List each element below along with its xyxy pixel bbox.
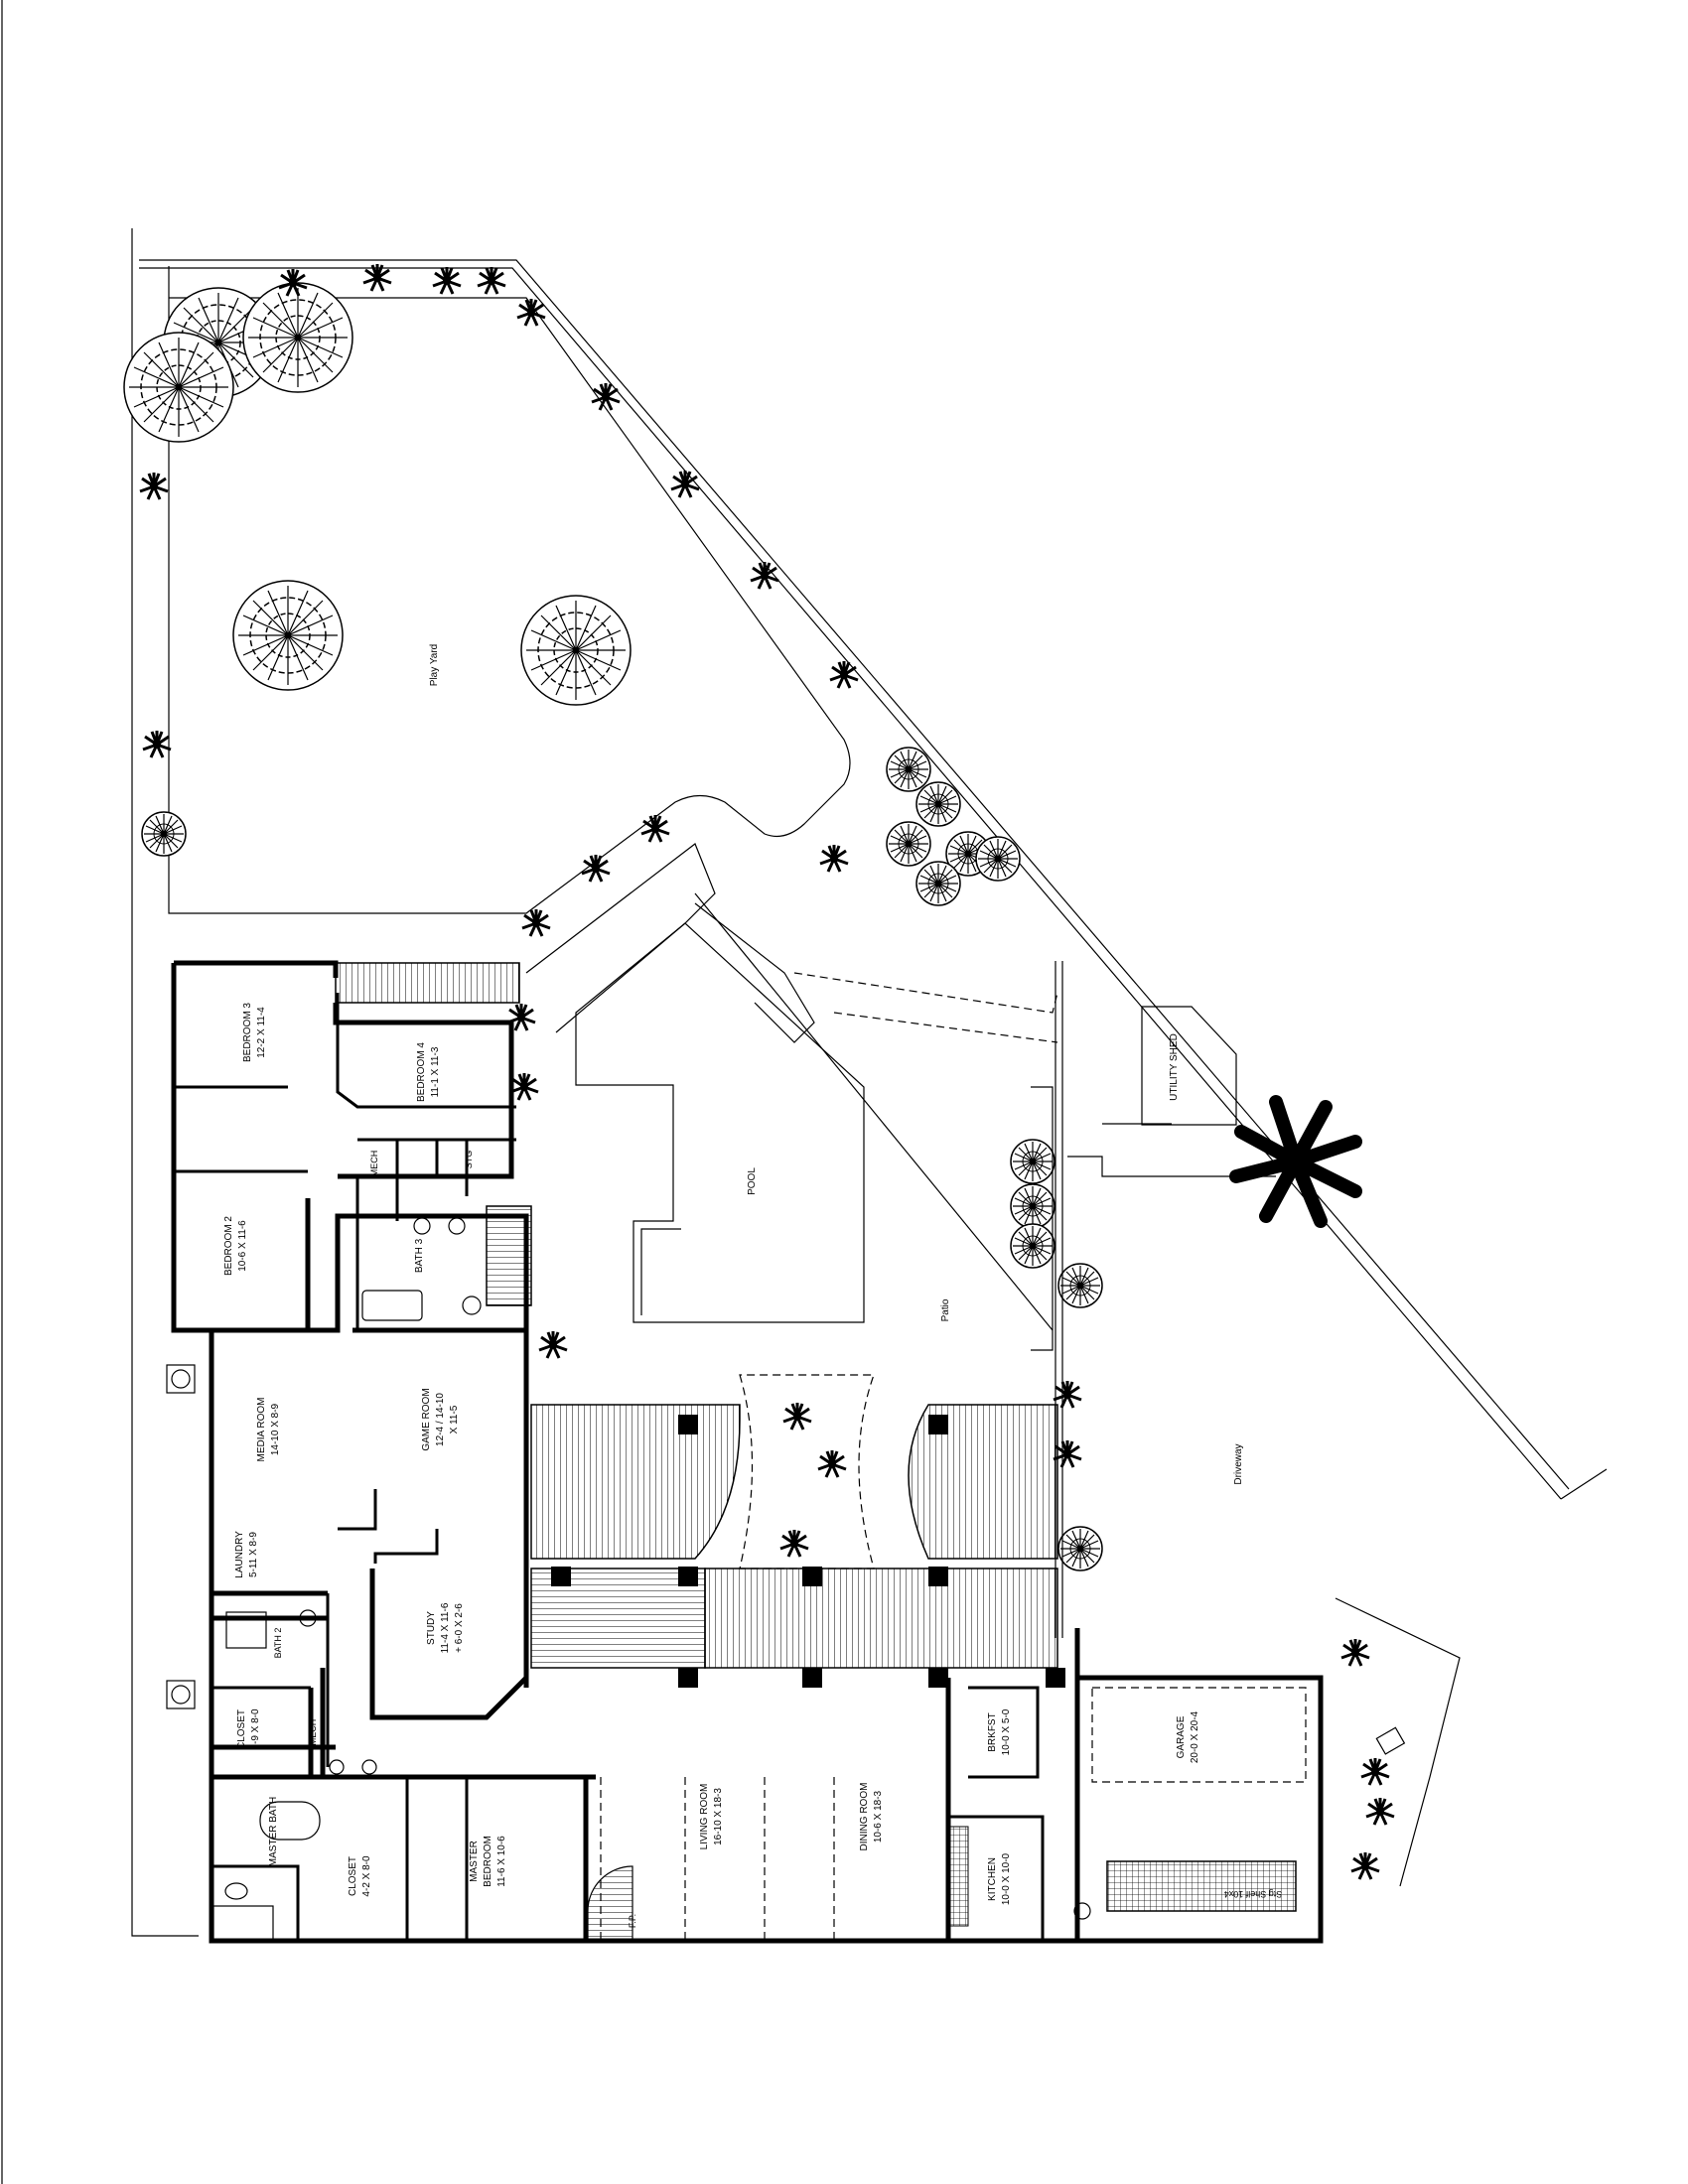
game-room-size: 12-4 / 14-10 bbox=[435, 1393, 446, 1446]
play-yard-fence bbox=[168, 266, 851, 914]
bath3-label: BATH 3 bbox=[414, 1238, 425, 1273]
palm-icon bbox=[138, 471, 170, 501]
fixtures bbox=[166, 1217, 1307, 1942]
house-walls bbox=[171, 960, 1324, 1944]
palm-icon bbox=[515, 297, 547, 328]
dining-room-name: DINING ROOM bbox=[859, 1783, 870, 1851]
palm-icon bbox=[1364, 1796, 1396, 1827]
bedroom2-name: BEDROOM 2 bbox=[223, 1216, 234, 1276]
driveway-label: Driveway bbox=[1233, 1443, 1244, 1484]
palm-icon bbox=[1052, 1379, 1083, 1410]
game-room-size2: X 11-5 bbox=[449, 1405, 460, 1433]
shrub-icon bbox=[886, 747, 931, 792]
palm-icon bbox=[508, 1071, 540, 1102]
brkfst-name: BRKFST bbox=[987, 1712, 998, 1751]
mech2-label: MECH bbox=[308, 1719, 318, 1746]
media-room-name: MEDIA ROOM bbox=[256, 1397, 267, 1461]
palm-icon bbox=[590, 381, 622, 412]
shrub-icon bbox=[915, 861, 961, 906]
shrub-icon bbox=[141, 811, 187, 857]
property-boundary bbox=[131, 228, 1608, 1937]
bedroom3-name: BEDROOM 3 bbox=[242, 1003, 253, 1062]
media-room-size: 14-10 X 8-9 bbox=[270, 1403, 281, 1455]
walkways bbox=[525, 843, 1058, 1331]
palm-icon bbox=[1339, 1637, 1371, 1668]
tree-icon bbox=[123, 332, 234, 443]
partitions bbox=[174, 993, 1045, 1941]
trees bbox=[123, 282, 1103, 1571]
palm-icon bbox=[828, 659, 860, 690]
fireplace-label: F.P. bbox=[628, 1914, 637, 1928]
site-features: UTILITY SHED Driveway Patio Play Yard bbox=[429, 644, 1461, 1887]
tree-icon bbox=[520, 595, 632, 706]
study-size2: + 6-0 X 2-6 bbox=[454, 1603, 465, 1653]
shrub-icon bbox=[1010, 1183, 1055, 1229]
patio-decks bbox=[335, 962, 1065, 1688]
closet1-size: 5-9 X 8-0 bbox=[250, 1708, 261, 1750]
mech1-label: MECH bbox=[369, 1151, 379, 1177]
laundry-size: 5-11 X 8-9 bbox=[248, 1532, 259, 1577]
shrub-icon bbox=[1057, 1526, 1103, 1571]
living-room-name: LIVING ROOM bbox=[699, 1784, 710, 1850]
bedroom3-size: 12-2 X 11-4 bbox=[256, 1007, 267, 1058]
palm-icon bbox=[141, 729, 173, 759]
palm-icon bbox=[778, 1528, 810, 1559]
palm-icon bbox=[781, 1401, 813, 1432]
study-name: STUDY bbox=[426, 1611, 437, 1645]
garage-size: 20-0 X 20-4 bbox=[1190, 1710, 1200, 1763]
shrub-icon bbox=[1057, 1263, 1103, 1308]
laundry-name: LAUNDRY bbox=[234, 1531, 245, 1578]
garage-name: GARAGE bbox=[1176, 1715, 1187, 1758]
palm-icon bbox=[669, 469, 701, 499]
shrub-icon bbox=[886, 821, 931, 867]
game-room-name: GAME ROOM bbox=[421, 1388, 432, 1450]
master-bedroom-size: 11-6 X 10-6 bbox=[496, 1836, 507, 1887]
shrub-icon bbox=[975, 836, 1021, 882]
storage-shelf-label: Stg Shelf 10x4 bbox=[1224, 1889, 1283, 1899]
shrub-icon bbox=[1010, 1223, 1055, 1269]
patio-label: Patio bbox=[940, 1298, 951, 1321]
utility-shed-label: UTILITY SHED bbox=[1169, 1033, 1180, 1101]
palm-icon bbox=[639, 813, 671, 844]
bedroom4-size: 11-1 X 11-3 bbox=[430, 1046, 441, 1097]
palm-icon bbox=[1349, 1850, 1381, 1881]
large-palm-tree bbox=[1229, 1095, 1362, 1228]
master-bedroom-name: MASTER bbox=[469, 1841, 480, 1882]
palm-icon bbox=[476, 265, 507, 296]
closet2-size: 4-2 X 8-0 bbox=[361, 1855, 372, 1897]
play-yard-label: Play Yard bbox=[429, 644, 440, 686]
closet2-name: CLOSET bbox=[348, 1856, 358, 1896]
palm-icon bbox=[537, 1329, 569, 1360]
master-bedroom-name2: BEDROOM bbox=[483, 1836, 493, 1887]
palm-icon bbox=[431, 265, 463, 296]
palm-icon bbox=[818, 843, 850, 874]
kitchen-name: KITCHEN bbox=[987, 1857, 998, 1901]
master-bath-label: MASTER BATH bbox=[268, 1797, 279, 1866]
study-size: 11-4 X 11-6 bbox=[440, 1602, 451, 1653]
tree-icon bbox=[242, 282, 353, 393]
bedroom4-name: BEDROOM 4 bbox=[416, 1042, 427, 1102]
kitchen-size: 10-0 X 10-0 bbox=[1001, 1852, 1012, 1905]
shrub-icon bbox=[1010, 1139, 1055, 1184]
pool: POOL bbox=[575, 922, 865, 1323]
brkfst-size: 10-0 X 5-0 bbox=[1001, 1708, 1012, 1755]
palm-icon bbox=[1359, 1756, 1391, 1787]
pool-label: POOL bbox=[747, 1167, 758, 1195]
bath2-label: BATH 2 bbox=[273, 1628, 283, 1659]
closet1-name: CLOSET bbox=[236, 1709, 247, 1749]
living-room-size: 16-10 X 18-3 bbox=[713, 1788, 724, 1845]
tree-icon bbox=[232, 580, 344, 691]
shrub-icon bbox=[915, 781, 961, 827]
bedroom2-size: 10-6 X 11-6 bbox=[237, 1220, 248, 1272]
room-labels: BEDROOM 3 12-2 X 11-4 BEDROOM 4 11-1 X 1… bbox=[223, 1003, 1282, 1929]
palm-icon bbox=[816, 1448, 848, 1479]
dining-room-size: 10-6 X 18-3 bbox=[873, 1790, 884, 1843]
stg-label: STG bbox=[464, 1151, 474, 1169]
